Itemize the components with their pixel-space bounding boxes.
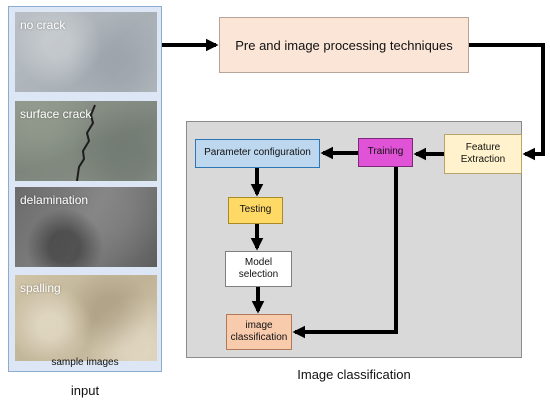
input-label: input xyxy=(70,383,100,398)
sample-images-caption: sample images xyxy=(51,357,119,368)
preprocessing-label: Pre and image processing techniques xyxy=(235,37,453,53)
crack-line xyxy=(76,104,96,181)
model-selection-node: Model selection xyxy=(225,251,292,287)
sample-label: surface crack xyxy=(20,107,92,121)
preprocessing-box: Pre and image processing techniques xyxy=(219,17,469,73)
image-classification-caption: Image classification xyxy=(297,367,411,382)
model-selection-line-1: Model xyxy=(244,256,273,268)
arrow-training-to-classification xyxy=(292,167,398,339)
parameter-configuration-label: Parameter configuration xyxy=(204,147,311,159)
sample-image-no-crack: no crack xyxy=(15,12,157,92)
sample-label: no crack xyxy=(20,18,66,32)
model-selection-label: Model selection xyxy=(239,257,278,282)
model-selection-line-2: selection xyxy=(238,269,279,280)
feature-extraction-node: Feature Extraction xyxy=(444,134,522,174)
sample-image-delamination: delamination xyxy=(15,187,157,267)
sample-image-surface-crack: surface crack xyxy=(15,101,157,181)
sample-image-spalling: spalling xyxy=(15,275,157,361)
feature-extraction-label: Feature Extraction xyxy=(461,142,505,167)
feature-extraction-line-2: Extraction xyxy=(460,154,506,165)
testing-label: Testing xyxy=(239,204,272,216)
testing-node: Testing xyxy=(228,197,283,224)
image-classification-node: image classification xyxy=(226,314,292,350)
training-label: Training xyxy=(367,146,404,158)
feature-extraction-line-1: Feature xyxy=(465,141,501,153)
image-classification-label: image classification xyxy=(231,320,288,345)
sample-label: delamination xyxy=(20,193,89,207)
sample-label: spalling xyxy=(20,281,61,295)
parameter-configuration-node: Parameter configuration xyxy=(195,139,320,168)
arrow-preprocessing-to-feature xyxy=(469,43,545,161)
training-node: Training xyxy=(358,138,413,167)
image-classification-line-2: classification xyxy=(230,332,288,343)
input-panel: no crack surface crack delamination spal… xyxy=(8,6,162,372)
image-classification-line-1: image xyxy=(245,319,273,331)
